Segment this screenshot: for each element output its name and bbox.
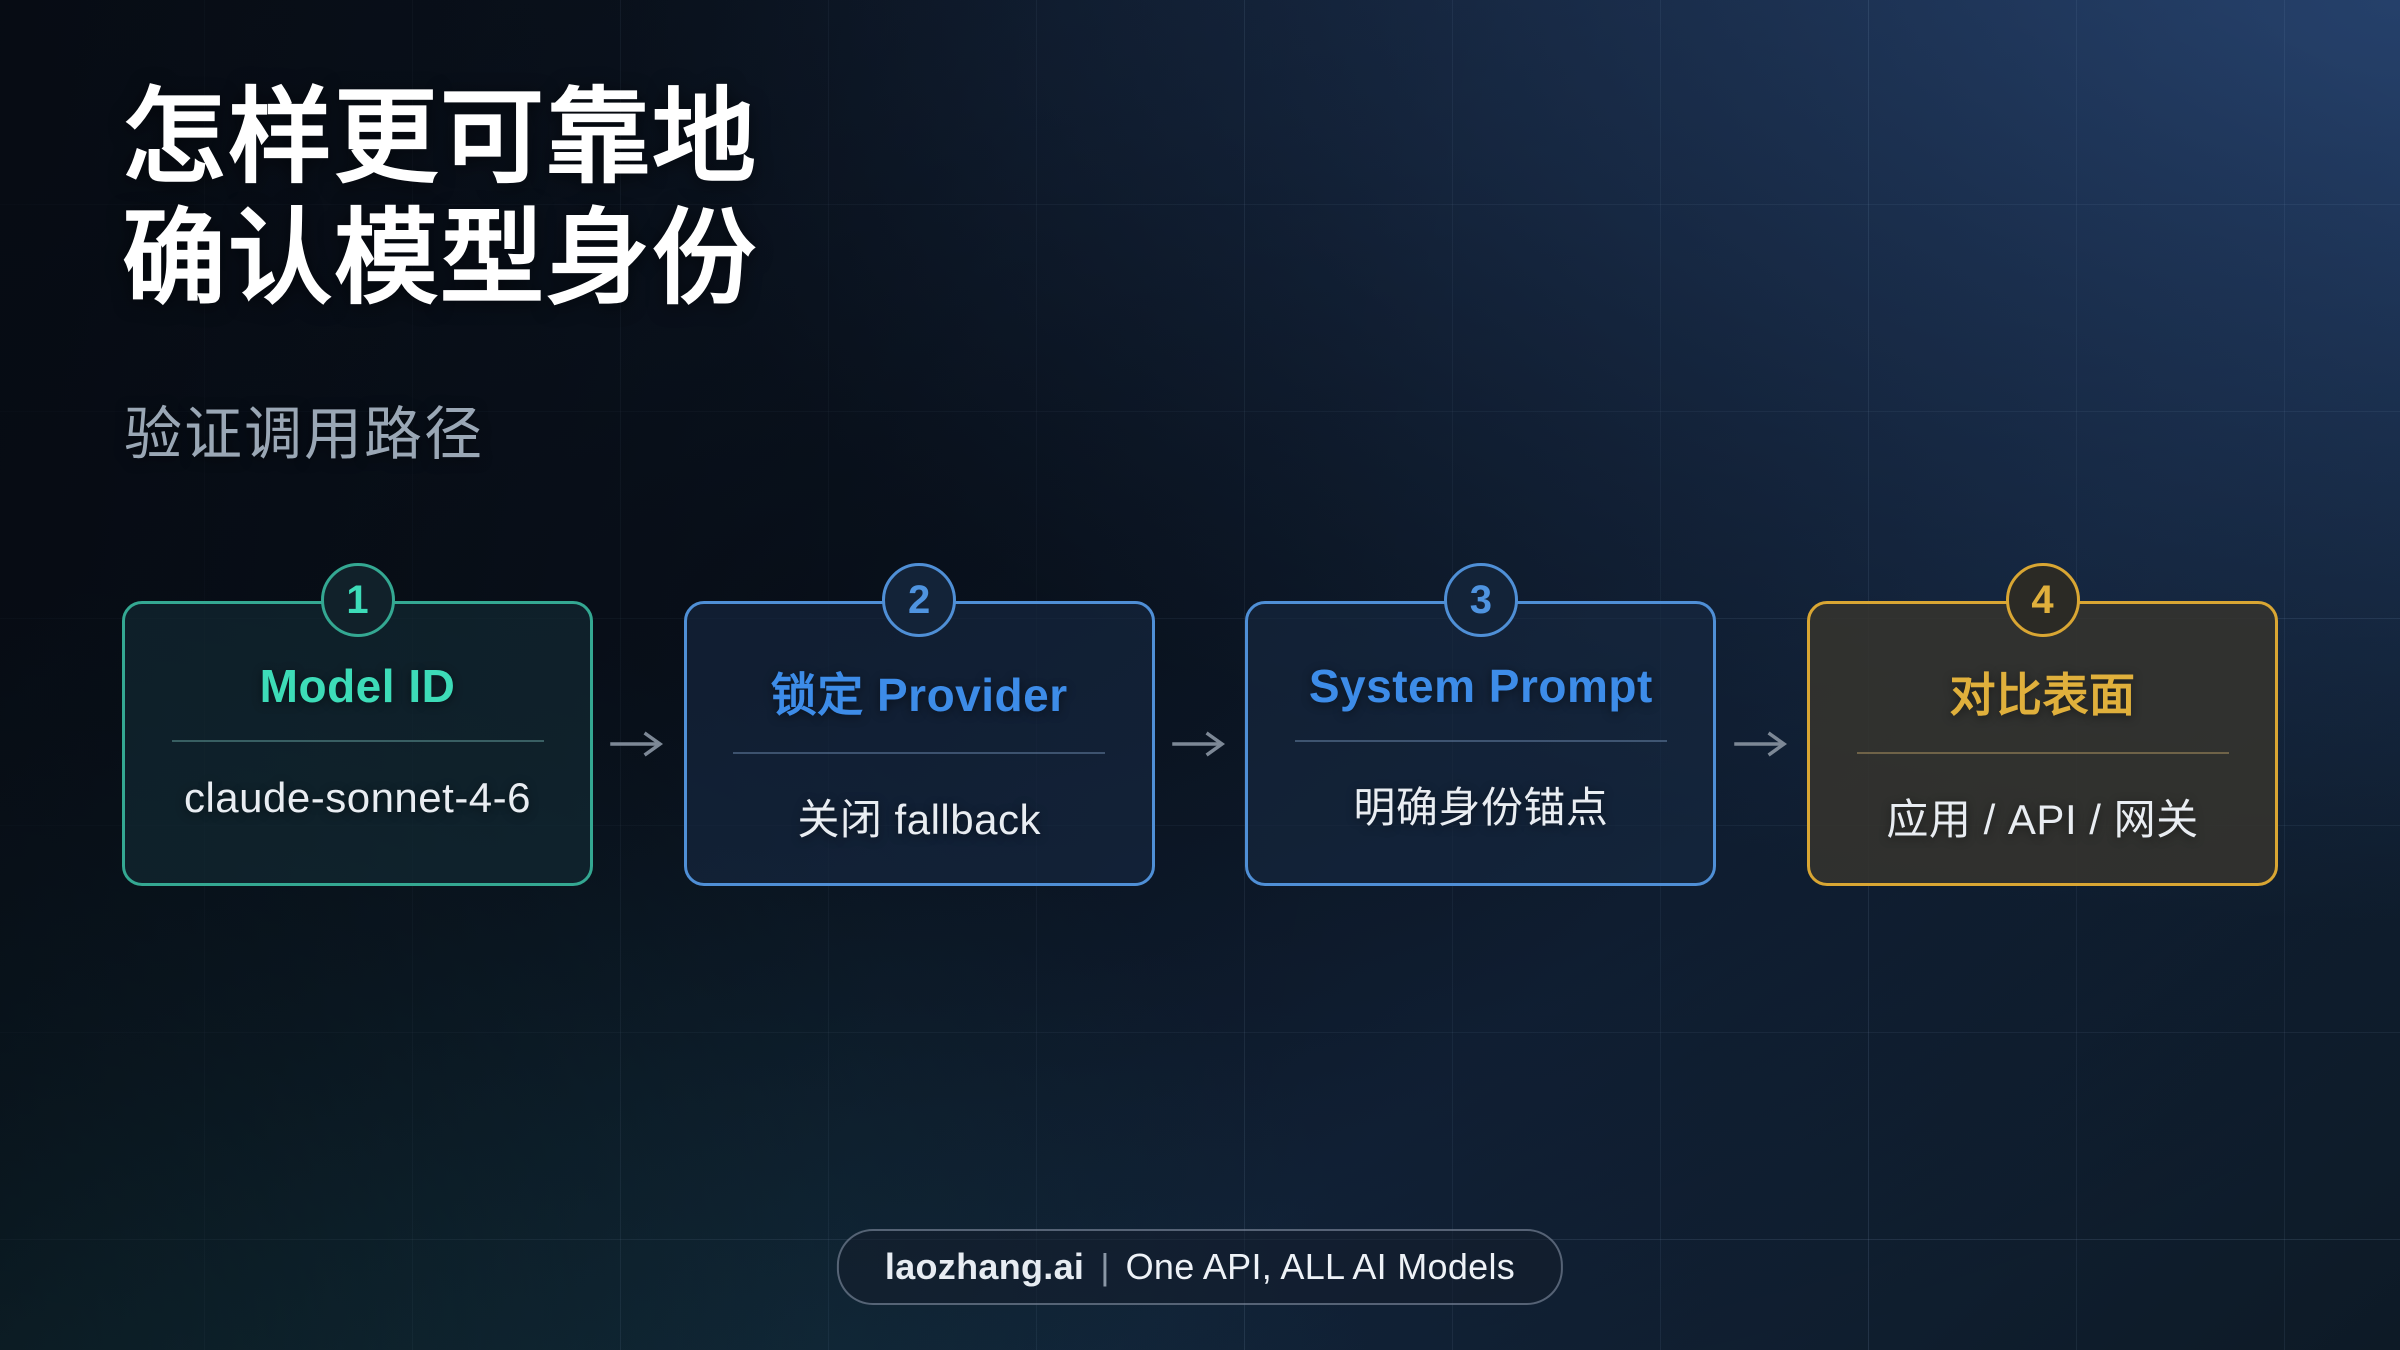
footer-tagline: One API, ALL AI Models <box>1125 1246 1516 1287</box>
step-number-badge-4: 4 <box>2005 563 2080 637</box>
footer-separator: | <box>1100 1246 1110 1287</box>
page-subtitle: 验证调用路径 <box>124 402 485 467</box>
page-title: 怎样更可靠地 确认模型身份 <box>122 78 1122 319</box>
step-subtitle-3: 明确身份锚点 <box>1353 784 1609 831</box>
step-card-4[interactable]: 4 对比表面 应用 / API / 网关 <box>1807 563 2279 886</box>
step-subtitle-4: 应用 / API / 网关 <box>1886 796 2199 843</box>
step-divider-2 <box>733 752 1106 754</box>
step-subtitle-2: 关闭 fallback <box>797 796 1041 843</box>
step-card-3[interactable]: 3 System Prompt 明确身份锚点 <box>1245 563 1717 886</box>
title-line-1: 怎样更可靠地 <box>122 80 759 196</box>
arrow-right-icon-2 <box>1155 601 1246 886</box>
step-number-badge-2: 2 <box>882 563 957 637</box>
step-subtitle-1: claude-sonnet-4-6 <box>183 774 532 821</box>
step-flow: 1 Model ID claude-sonnet-4-6 2 锁定 Provid… <box>122 563 2279 886</box>
step-title-2: 锁定 Provider <box>770 669 1068 721</box>
step-divider-4 <box>1856 752 2229 754</box>
step-number-badge-1: 1 <box>320 563 395 637</box>
step-title-4: 对比表面 <box>1949 669 2136 721</box>
step-number-badge-3: 3 <box>1443 563 1518 637</box>
title-line-2: 确认模型身份 <box>122 200 759 317</box>
step-title-1: Model ID <box>259 660 456 712</box>
footer-badge[interactable]: laozhang.ai | One API, ALL AI Models <box>836 1229 1564 1305</box>
footer-brand: laozhang.ai <box>884 1246 1085 1287</box>
step-divider-3 <box>1294 740 1667 742</box>
step-card-2[interactable]: 2 锁定 Provider 关闭 fallback <box>683 563 1155 886</box>
step-title-3: System Prompt <box>1308 660 1653 712</box>
step-divider-1 <box>171 740 544 742</box>
arrow-right-icon-3 <box>1716 601 1807 886</box>
step-card-1[interactable]: 1 Model ID claude-sonnet-4-6 <box>122 563 593 886</box>
arrow-right-icon-1 <box>593 601 684 886</box>
